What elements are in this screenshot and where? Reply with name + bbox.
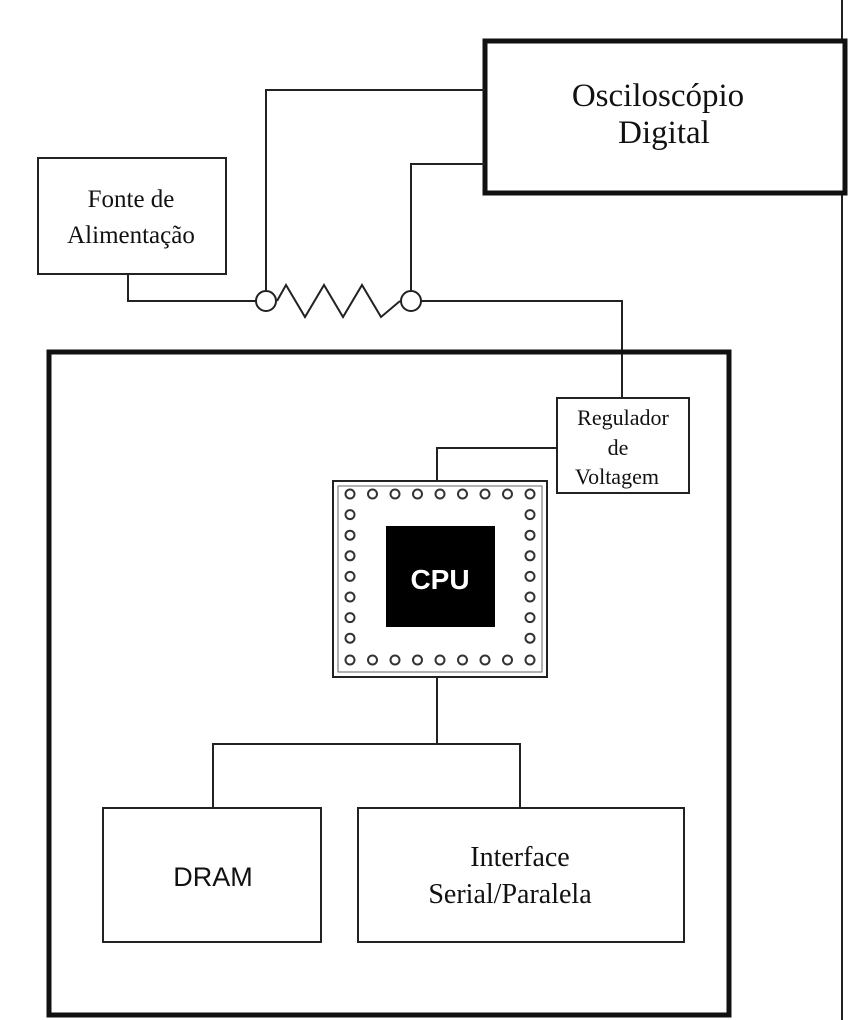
cpu-pin [524, 654, 536, 666]
cpu-pin [344, 591, 356, 603]
cpu-pin [524, 591, 536, 603]
cpu-pin [457, 488, 468, 500]
cpu-pin [412, 488, 423, 500]
cpu-pin [344, 570, 356, 582]
regulator-label-line1: Regulador [577, 405, 669, 430]
cpu-pin [389, 488, 401, 500]
oscilloscope-label-line1: Osciloscópio [572, 78, 744, 114]
regulator-cpu-wire [436, 447, 557, 481]
power-supply-box [37, 157, 227, 275]
cpu-pin [479, 654, 491, 666]
dram-box [102, 807, 322, 943]
cpu-pin [524, 570, 536, 582]
cpu-pins [344, 488, 536, 666]
oscilloscope-label-line2: Digital [618, 115, 710, 151]
cpu-pin [524, 488, 536, 500]
interface-label-line2: Serial/Paralela [428, 879, 592, 910]
cpu-pin [479, 488, 491, 500]
regulator-label-line3: Voltagem [575, 464, 659, 489]
interface-label-line1: Interface [470, 842, 569, 873]
cpu-pin [344, 509, 356, 521]
board-outline [46, 349, 732, 1018]
probe-wire-left [265, 89, 485, 301]
supply-wire [127, 274, 256, 302]
cpu-pin [344, 612, 356, 624]
power-supply-label-line2: Alimentação [67, 222, 195, 249]
cpu-pin [524, 550, 536, 562]
cpu-pin [457, 654, 468, 666]
cpu-package-inner [337, 485, 543, 673]
cpu-pin [502, 654, 513, 666]
dram-label: DRAM [173, 862, 253, 892]
regulator-supply-wire [421, 300, 623, 398]
power-supply-label-line1: Fonte de [88, 186, 175, 213]
cpu-pin [389, 654, 401, 666]
interface-box [357, 807, 685, 943]
cpu-pin [367, 654, 378, 666]
cpu-pin [434, 488, 446, 500]
cpu-label: CPU [410, 564, 469, 595]
oscilloscope-box [482, 38, 848, 196]
probe-wire-right [410, 163, 485, 301]
cpu-pin [344, 488, 356, 500]
cpu-pin [434, 654, 446, 666]
regulator-label-line2: de [608, 435, 629, 460]
cpu-pin [502, 488, 513, 500]
resistor-terminal-left [255, 290, 277, 312]
cpu-pin [344, 529, 356, 541]
cpu-pin [524, 529, 536, 541]
cpu-pin [344, 632, 356, 644]
cpu-pin [344, 654, 356, 666]
cpu-pin [524, 509, 536, 521]
shunt-resistor [276, 283, 401, 319]
cpu-pin [524, 612, 536, 624]
bus-horizontal-wire [212, 743, 521, 808]
cpu-pin [344, 550, 356, 562]
cpu-pin [367, 488, 378, 500]
cpu-die [386, 526, 495, 627]
cpu-pin [412, 654, 423, 666]
resistor-terminal-right [400, 290, 422, 312]
voltage-regulator-box [556, 397, 690, 494]
cpu-pin [524, 632, 536, 644]
